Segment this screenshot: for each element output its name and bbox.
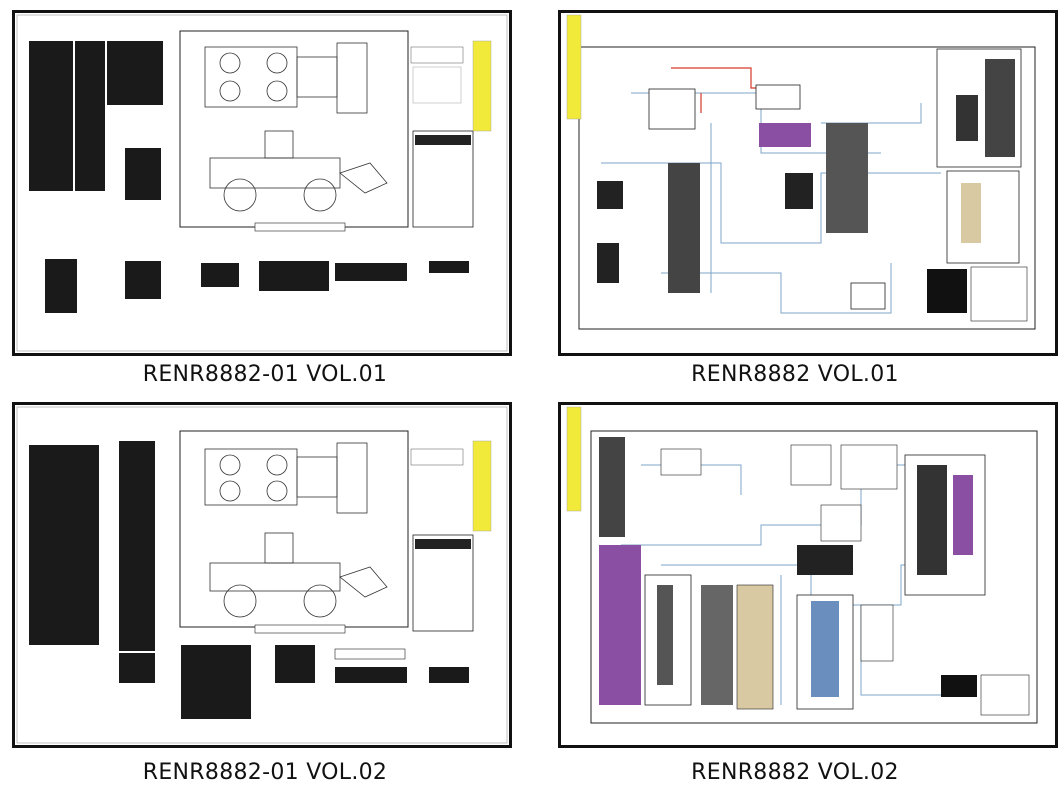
thumbnail-renr8882-vol01[interactable] xyxy=(558,10,1058,356)
caption-renr8882-vol01: RENR8882 VOL.01 xyxy=(691,362,899,387)
thumbnail-renr8882-01-vol02[interactable] xyxy=(12,402,512,748)
schematic-drawing xyxy=(566,14,1036,330)
caption-renr8882-01-vol01: RENR8882-01 VOL.01 xyxy=(142,362,388,387)
schematic-drawing xyxy=(566,406,1038,724)
caption-renr8882-01-vol02: RENR8882-01 VOL.02 xyxy=(142,760,388,785)
caption-renr8882-vol02: RENR8882 VOL.02 xyxy=(691,760,899,785)
thumbnail-renr8882-01-vol01[interactable] xyxy=(12,10,512,356)
thumbnail-renr8882-vol02[interactable] xyxy=(558,402,1058,748)
cover-sheet-drawing xyxy=(16,14,508,352)
cover-sheet-drawing xyxy=(16,406,508,744)
